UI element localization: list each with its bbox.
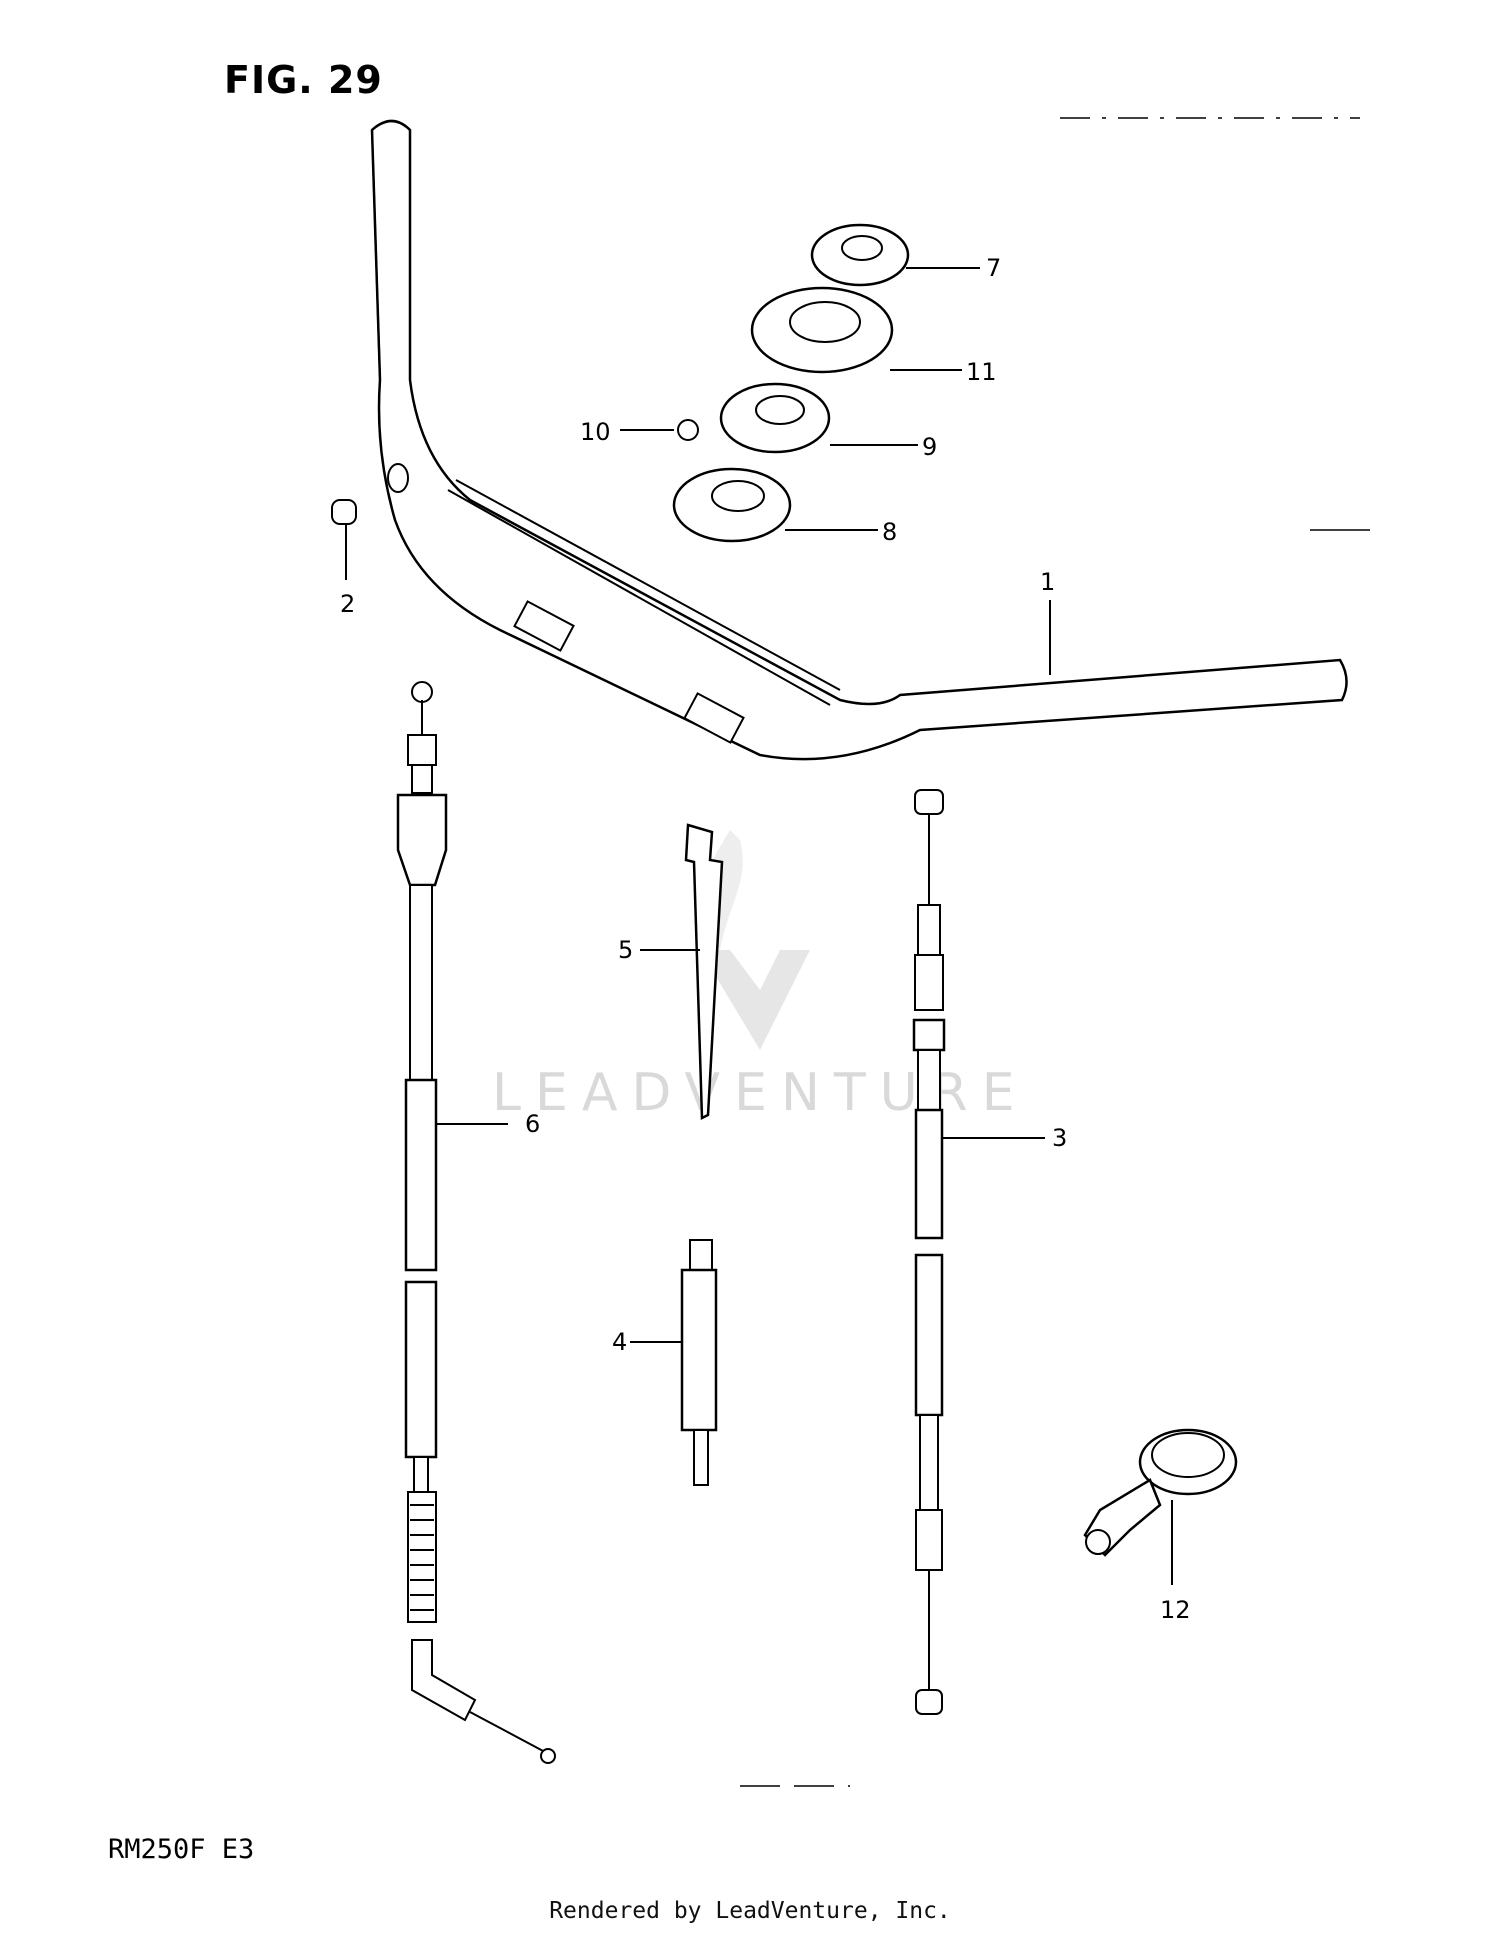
knob-part xyxy=(1083,1428,1238,1585)
callout-6: 6 xyxy=(525,1110,540,1138)
ball-part xyxy=(620,419,699,441)
washer-part xyxy=(719,382,918,454)
clutch-cable-part xyxy=(396,681,556,1764)
throttle-cable-part xyxy=(912,789,1045,1715)
grommet-part xyxy=(672,467,878,543)
callout-7: 7 xyxy=(986,254,1001,282)
callout-12: 12 xyxy=(1160,1596,1191,1624)
cap-part xyxy=(331,499,357,580)
callout-4: 4 xyxy=(612,1328,627,1356)
callout-2: 2 xyxy=(340,590,355,618)
nut-part xyxy=(810,223,980,287)
callout-9: 9 xyxy=(922,433,937,461)
callout-1: 1 xyxy=(1040,568,1055,596)
footer-credit: Rendered by LeadVenture, Inc. xyxy=(549,1898,951,1924)
callout-8: 8 xyxy=(882,518,897,546)
model-code: RM250F E3 xyxy=(108,1834,255,1865)
watermark-text: LEADVENTURE xyxy=(492,1063,1029,1123)
scan-lines xyxy=(740,117,1370,1787)
tie-strap-part xyxy=(640,823,724,1120)
callout-11: 11 xyxy=(966,358,997,386)
callout-5: 5 xyxy=(618,936,633,964)
watermark: LEADVENTURE xyxy=(492,830,1029,1123)
callout-3: 3 xyxy=(1052,1124,1067,1152)
handlebar-part xyxy=(370,119,1348,761)
cushion-part xyxy=(750,286,962,374)
callout-10: 10 xyxy=(580,418,611,446)
callout-labels: 1 2 3 4 5 6 7 8 9 10 11 12 xyxy=(340,254,1191,1624)
clamp-part xyxy=(630,1239,718,1486)
figure-title: FIG. 29 xyxy=(224,58,383,102)
